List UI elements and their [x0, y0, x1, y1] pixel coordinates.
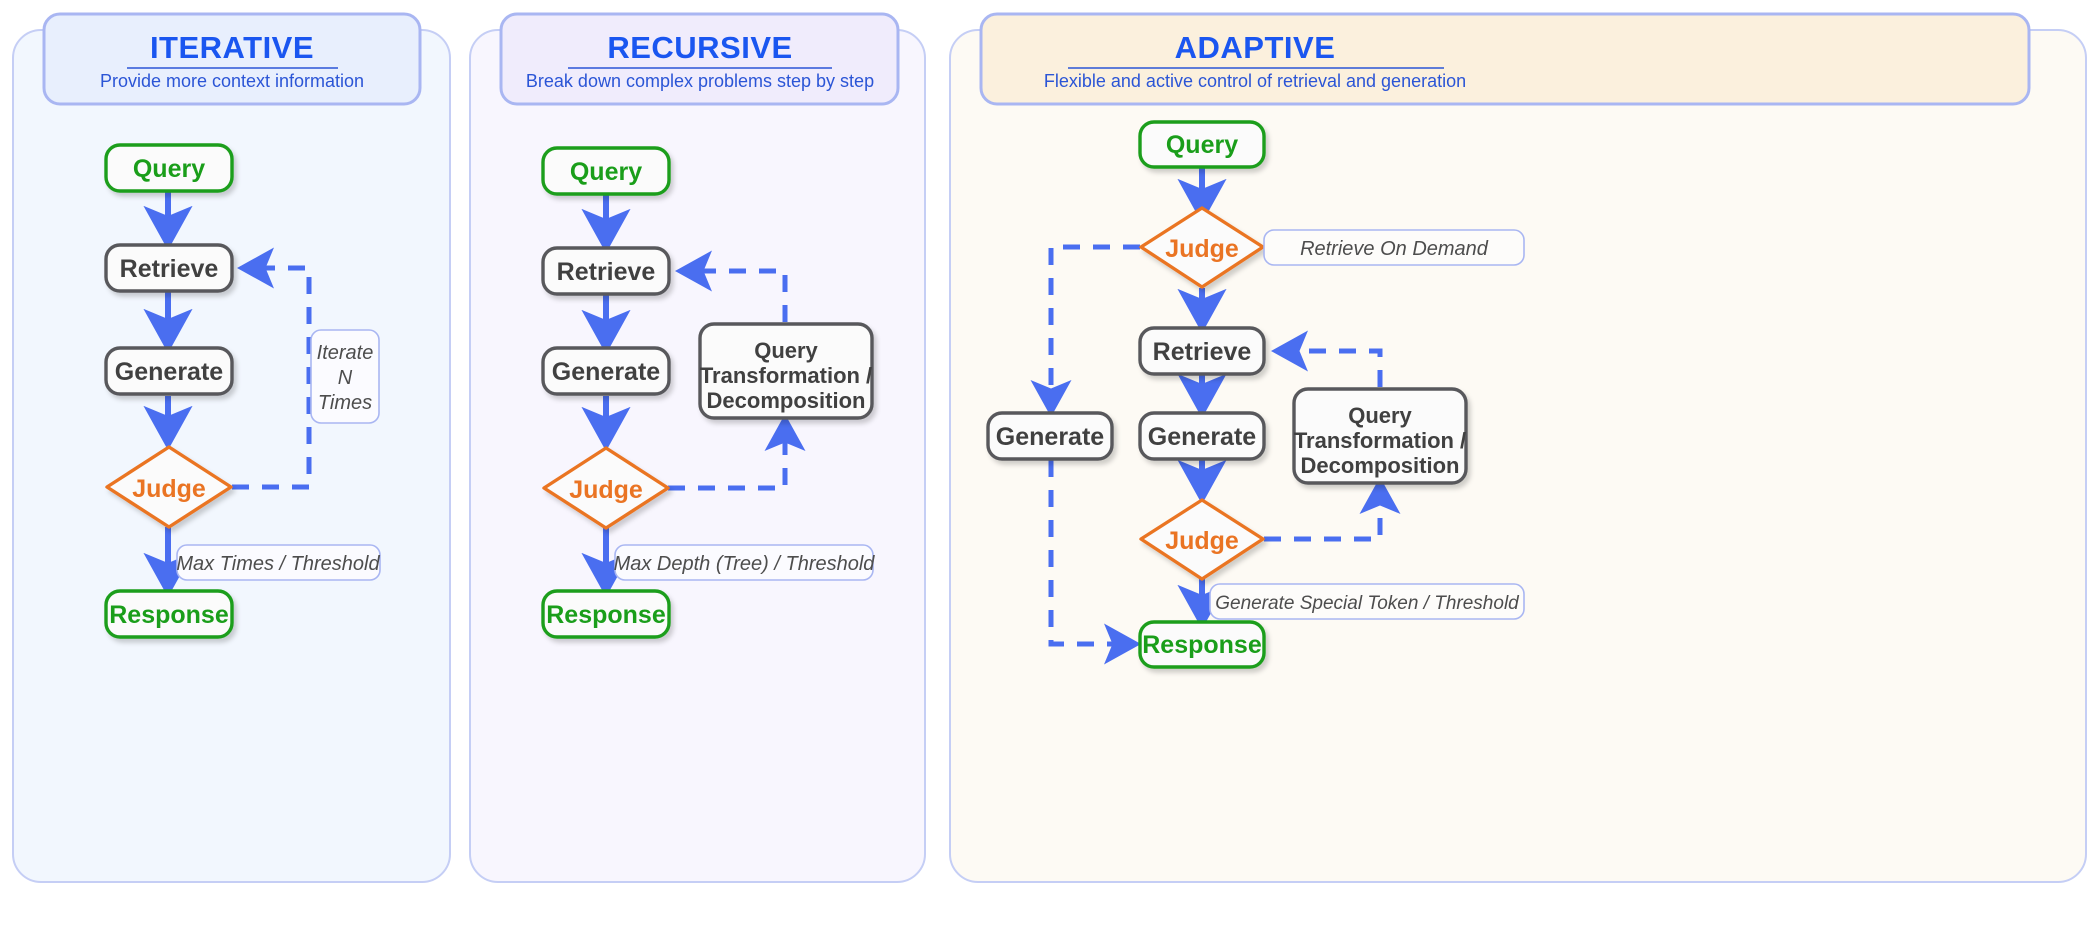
node-judge: Judge — [542, 446, 670, 530]
tag-max-depth-label: Max Depth (Tree) / Threshold — [614, 553, 876, 575]
node-judge-label: Judge — [569, 476, 643, 504]
panel-subtitle: Break down complex problems step by step — [526, 71, 874, 91]
node-response: Response — [104, 589, 234, 639]
node-retrieve: Retrieve — [1138, 326, 1266, 376]
tag-retrieve-on-demand: Retrieve On Demand — [1263, 229, 1525, 266]
dashed-loop-judge-to-retrieve — [232, 247, 312, 490]
panel-recursive-body — [469, 29, 926, 883]
node-response-label: Response — [1142, 631, 1262, 659]
node-generate-left: Generate — [986, 411, 1114, 461]
tag-retrieve-on-demand-label: Retrieve On Demand — [1300, 238, 1489, 260]
node-generate-center-label: Generate — [1148, 423, 1256, 451]
node-generate-center: Generate — [1138, 411, 1266, 461]
panel-iterative-header — [42, 12, 422, 106]
node-judge-bottom: Judge — [1139, 498, 1265, 581]
node-transform-line1: Query — [754, 338, 818, 363]
panel-title: RECURSIVE — [607, 30, 792, 65]
tag-max-depth-threshold: Max Depth (Tree) / Threshold — [614, 544, 876, 581]
node-judge-top: Judge — [1139, 206, 1265, 289]
panel-adaptive: ADAPTIVE Flexible and active control of … — [949, 12, 2087, 883]
node-judge-label: Judge — [132, 475, 206, 503]
tag-iterate-n-times: Iterate N Times — [310, 329, 380, 424]
node-generate: Generate — [541, 346, 671, 396]
node-query-label: Query — [570, 158, 642, 186]
node-retrieve-label: Retrieve — [120, 255, 219, 283]
node-judge-bottom-label: Judge — [1165, 527, 1239, 555]
node-transform-line3: Decomposition — [1301, 453, 1460, 478]
node-transform-line2: Transformation / — [700, 363, 872, 388]
node-response-label: Response — [109, 601, 229, 629]
node-generate-left-label: Generate — [996, 423, 1104, 451]
node-generate-label: Generate — [115, 358, 223, 386]
dashed-transform-to-retrieve — [674, 250, 788, 322]
panel-subtitle: Provide more context information — [100, 71, 364, 91]
node-generate: Generate — [104, 346, 234, 396]
node-query-transformation: Query Transformation / Decomposition — [698, 322, 874, 420]
node-transform-line2: Transformation / — [1294, 428, 1466, 453]
panel-recursive-header — [499, 12, 900, 106]
node-query: Query — [1138, 120, 1266, 169]
tag-iterate-line1: Iterate — [317, 342, 374, 364]
tag-iterate-line3: Times — [318, 392, 372, 414]
node-query-label: Query — [1166, 131, 1238, 159]
node-response: Response — [1138, 620, 1266, 669]
dashed-generate-left-to-response — [1048, 460, 1142, 665]
tag-iterate-line2: N — [338, 367, 353, 389]
tag-generate-special-token: Generate Special Token / Threshold — [1209, 583, 1525, 620]
dashed-judge2-to-transform — [1264, 476, 1401, 542]
panel-title: ITERATIVE — [150, 30, 314, 65]
node-transform-line3: Decomposition — [707, 388, 866, 413]
panel-adaptive-header — [979, 12, 2031, 106]
node-query-transformation: Query Transformation / Decomposition — [1292, 387, 1468, 485]
node-judge-top-label: Judge — [1165, 235, 1239, 263]
panel-subtitle: Flexible and active control of retrieval… — [1044, 71, 1466, 91]
node-retrieve-label: Retrieve — [557, 258, 656, 286]
node-retrieve: Retrieve — [541, 246, 671, 296]
panel-adaptive-body — [949, 29, 2087, 883]
node-query: Query — [541, 146, 671, 196]
tag-max-times-label: Max Times / Threshold — [176, 553, 380, 575]
node-query: Query — [104, 143, 234, 193]
node-retrieve: Retrieve — [104, 243, 234, 293]
node-judge: Judge — [105, 445, 233, 529]
panel-title: ADAPTIVE — [1175, 30, 1336, 65]
panel-iterative: ITERATIVE Provide more context informati… — [12, 12, 451, 883]
node-response: Response — [541, 589, 671, 639]
node-generate-label: Generate — [552, 358, 660, 386]
node-response-label: Response — [546, 601, 666, 629]
tag-generate-special-token-label: Generate Special Token / Threshold — [1215, 593, 1520, 614]
dashed-judge-to-transform — [668, 413, 806, 491]
panel-recursive: RECURSIVE Break down complex problems st… — [469, 12, 926, 883]
node-transform-line1: Query — [1348, 403, 1412, 428]
node-query-label: Query — [133, 155, 205, 183]
tag-max-times-threshold: Max Times / Threshold — [176, 544, 381, 581]
dashed-transform-to-retrieve — [1270, 330, 1383, 387]
node-retrieve-label: Retrieve — [1153, 338, 1252, 366]
